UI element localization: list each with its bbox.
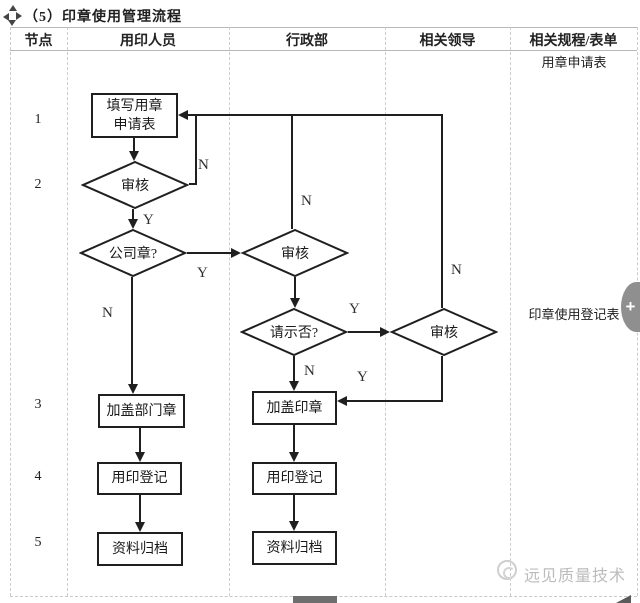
bottom-corner-triangle-icon <box>616 595 631 603</box>
arrowhead-archive-admin <box>289 521 299 531</box>
process-stamp-seal: 加盖印章 <box>252 391 337 425</box>
process-archive-user: 资料归档 <box>97 532 183 566</box>
watermark-logo-icon <box>497 560 517 580</box>
decision-review-admin: 审核 <box>241 229 349 277</box>
decision-review-leader-label: 审核 <box>430 326 458 341</box>
header-forms: 相关规程/表单 <box>529 34 618 49</box>
review-user-no-stub <box>189 183 197 185</box>
line-reviewadmin-ask <box>294 277 296 300</box>
review-admin-no-line <box>291 116 293 229</box>
column-line-4 <box>510 27 511 596</box>
arrowhead-register-user <box>135 452 145 462</box>
review-leader-no-line <box>441 116 443 308</box>
label-ask-leader-no: N <box>304 363 315 379</box>
label-review-user-yes: Y <box>143 212 154 228</box>
line-fillform-review <box>133 138 135 153</box>
process-archive-admin: 资料归档 <box>252 531 337 565</box>
line-reviewleader-return <box>347 400 443 402</box>
line-stampseal-register <box>293 425 295 454</box>
form-note-application: 用章申请表 <box>541 55 607 70</box>
register-user-label: 用印登记 <box>111 471 168 486</box>
plus-icon: + <box>625 297 636 316</box>
line-company-stampdept <box>131 277 133 386</box>
arrowhead-archive-user <box>135 522 145 532</box>
table-border-left <box>10 27 11 596</box>
expand-plus-button[interactable]: + <box>621 282 640 332</box>
process-fill-application-form: 填写用章 申请表 <box>91 93 178 138</box>
line-register-archive-admin <box>293 495 295 523</box>
label-ask-leader-yes: Y <box>349 301 360 317</box>
form-note-registration: 印章使用登记表 <box>528 307 620 322</box>
arrowhead-ask-leader <box>290 298 300 308</box>
watermark-text: 远见质量技术 <box>524 568 627 585</box>
decision-review-leader: 审核 <box>390 308 498 356</box>
stamp-seal-label: 加盖印章 <box>266 400 323 416</box>
arrowhead-into-stamp-seal <box>337 396 347 406</box>
archive-admin-label: 资料归档 <box>266 540 323 556</box>
arrowhead-stamp-seal <box>289 381 299 391</box>
node-number-3: 3 <box>34 397 42 412</box>
line-review-company <box>132 209 134 221</box>
line-ask-stampseal <box>293 356 295 383</box>
line-stampdept-register <box>139 428 141 454</box>
process-stamp-dept-seal: 加盖部门章 <box>98 394 185 428</box>
feedback-top-line <box>188 114 443 116</box>
label-company-seal-yes: Y <box>197 265 208 281</box>
node-number-5: 5 <box>34 535 42 550</box>
arrowhead-company-seal <box>128 219 138 229</box>
arrowhead-review-admin <box>231 248 241 258</box>
line-ask-reviewleader <box>348 331 380 333</box>
move-handle-icon <box>3 5 23 27</box>
arrowhead-stamp-dept <box>128 384 138 394</box>
decision-review-admin-label: 审核 <box>281 247 309 262</box>
column-line-2 <box>229 27 230 596</box>
page-title: （5）印章使用管理流程 <box>24 10 182 25</box>
node-number-1: 1 <box>34 112 42 127</box>
label-review-leader-no: N <box>451 262 462 278</box>
line-register-archive-user <box>139 495 141 524</box>
process-register-admin: 用印登记 <box>252 462 337 495</box>
arrowhead-review-leader <box>380 327 390 337</box>
decision-company-seal: 公司章? <box>79 229 187 277</box>
label-review-user-no: N <box>198 157 209 173</box>
line-reviewleader-down <box>441 356 443 402</box>
label-review-leader-yes: Y <box>357 369 368 385</box>
column-line-3 <box>385 27 386 596</box>
decision-ask-leader-label: 请示否? <box>269 326 319 341</box>
decision-company-seal-label: 公司章? <box>108 247 158 262</box>
register-admin-label: 用印登记 <box>266 471 323 486</box>
node-number-2: 2 <box>34 177 42 192</box>
header-admin-dept: 行政部 <box>286 34 328 49</box>
header-node: 节点 <box>24 34 53 49</box>
column-line-1 <box>67 27 68 596</box>
header-leaders: 相关领导 <box>419 34 476 49</box>
arrowhead-register-admin <box>289 452 299 462</box>
header-bottom-border <box>10 50 637 51</box>
line-company-reviewadmin <box>187 252 231 254</box>
node-number-4: 4 <box>34 469 42 484</box>
table-border-top <box>10 27 637 28</box>
decision-review-user: 审核 <box>81 161 189 209</box>
stamp-dept-label: 加盖部门章 <box>106 403 177 419</box>
arrowhead-into-fill-form <box>178 110 188 120</box>
label-company-seal-no: N <box>102 305 113 321</box>
archive-user-label: 资料归档 <box>112 541 168 557</box>
header-seal-user: 用印人员 <box>120 34 176 49</box>
review-user-no-line <box>195 116 197 184</box>
bottom-partial-bar <box>293 596 337 603</box>
decision-ask-leader: 请示否? <box>240 308 348 356</box>
fill-form-line2: 申请表 <box>113 117 156 133</box>
fill-form-line1: 填写用章 <box>106 98 163 114</box>
label-review-admin-no: N <box>301 193 312 209</box>
process-register-user: 用印登记 <box>97 462 182 495</box>
decision-review-user-label: 审核 <box>121 179 149 194</box>
arrowhead-review-user <box>129 151 139 161</box>
